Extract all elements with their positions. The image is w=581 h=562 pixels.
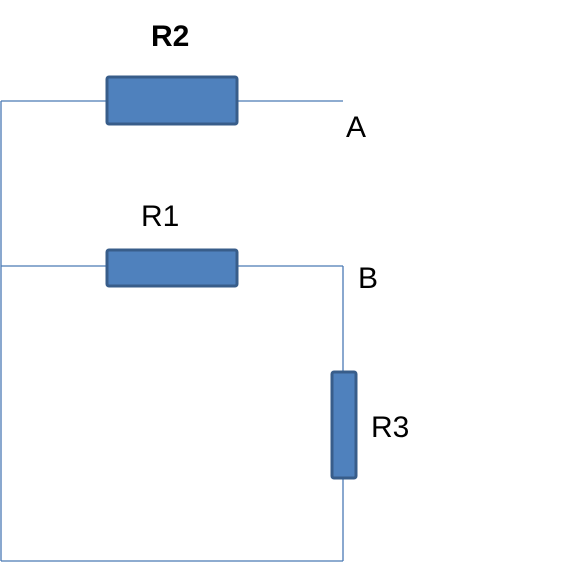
- label-r3: R3: [371, 411, 409, 444]
- label-node-a: A: [346, 111, 366, 144]
- label-node-b: B: [358, 262, 378, 295]
- wires: [0, 100, 344, 562]
- label-r2: R2: [151, 20, 189, 53]
- label-r1: R1: [141, 200, 179, 233]
- resistor-r3: [330, 370, 358, 480]
- resistor-r1: [105, 248, 239, 288]
- resistor-r2: [105, 75, 239, 126]
